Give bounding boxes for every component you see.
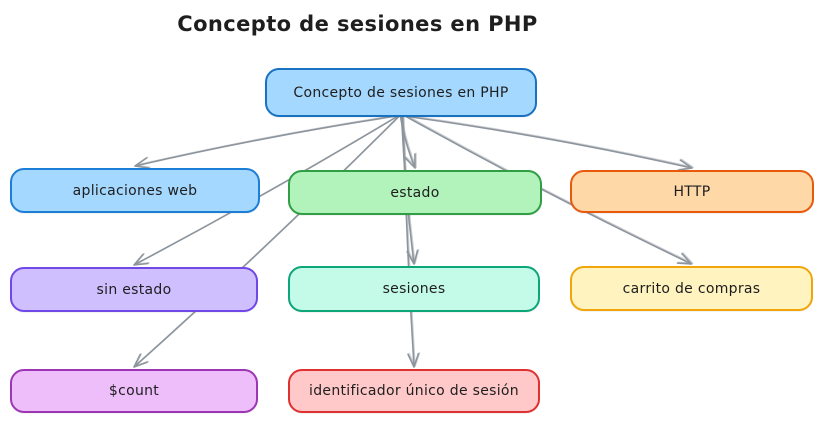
node-label: identificador único de sesión	[309, 383, 519, 399]
node-label: HTTP	[673, 183, 711, 200]
node-label: sesiones	[382, 281, 446, 297]
arrow-root-to-estado	[399, 115, 416, 169]
node-identificador-unico-de-sesion[interactable]: identificador único de sesión	[288, 369, 540, 413]
arrow-root-to-aplicaciones-web	[134, 115, 398, 169]
node-estado[interactable]: estado	[288, 170, 542, 215]
arrow-root-to-identificador-unico-de-sesion	[402, 115, 420, 368]
node-label: estado	[390, 184, 440, 201]
node-carrito-de-compras[interactable]: carrito de compras	[570, 266, 813, 311]
node-label: Concepto de sesiones en PHP	[293, 84, 509, 101]
node-count-variable[interactable]: $count	[10, 369, 258, 413]
arrow-sketch-stroke	[135, 114, 399, 169]
arrow-sketch-stroke	[404, 114, 694, 171]
node-label: aplicaciones web	[72, 182, 198, 199]
node-label: carrito de compras	[622, 280, 761, 297]
node-label: sin estado	[96, 281, 172, 298]
node-label: $count	[108, 383, 160, 399]
arrow-sketch-stroke	[134, 114, 401, 368]
diagram-title: Concepto de sesiones en PHP	[177, 12, 538, 36]
arrow-root-to-count-variable	[133, 115, 400, 368]
node-sesiones[interactable]: sesiones	[288, 266, 540, 312]
node-http[interactable]: HTTP	[570, 170, 814, 213]
arrow-root-to-http	[403, 115, 693, 171]
arrow-sketch-stroke	[400, 114, 417, 169]
node-root[interactable]: Concepto de sesiones en PHP	[265, 68, 537, 117]
node-aplicaciones-web[interactable]: aplicaciones web	[10, 168, 260, 213]
arrow-sketch-stroke	[403, 114, 421, 368]
node-sin-estado[interactable]: sin estado	[10, 267, 258, 312]
